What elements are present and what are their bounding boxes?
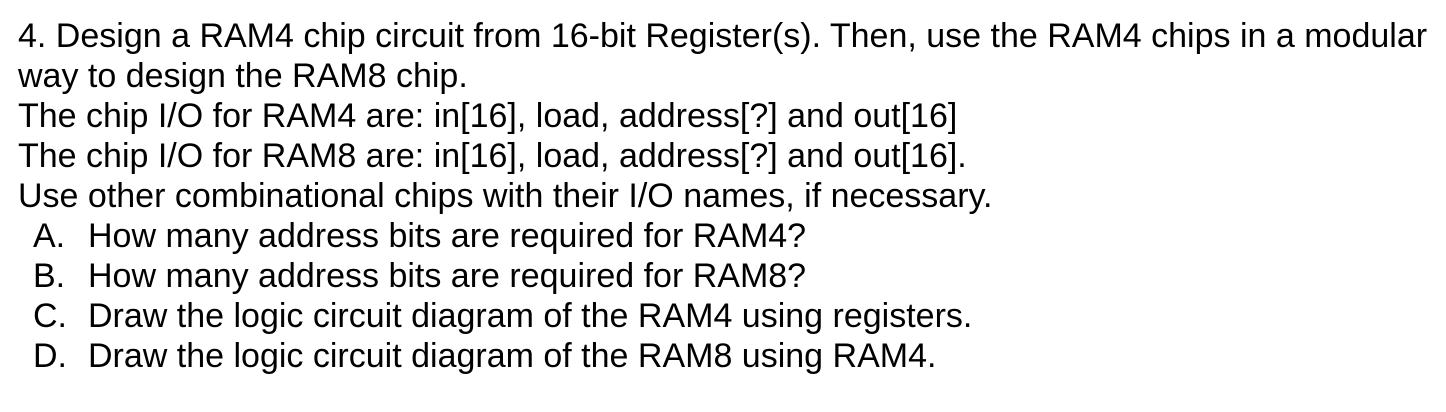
subquestion-c: C. Draw the logic circuit diagram of the… [33, 296, 1446, 336]
problem-statement: 4. Design a RAM4 chip circuit from 16-bi… [18, 17, 1446, 376]
subquestion-d-text: Draw the logic circuit diagram of the RA… [88, 337, 937, 375]
combinational-chips-note: Use other combinational chips with their… [18, 177, 993, 215]
ram8-io-spec: The chip I/O for RAM8 are: in[16], load,… [18, 137, 967, 175]
subquestion-a: A. How many address bits are required fo… [33, 216, 1446, 256]
subquestion-d: D. Draw the logic circuit diagram of the… [33, 336, 1446, 376]
subquestion-a-label: A. [33, 217, 66, 255]
subquestion-a-text: How many address bits are required for R… [88, 217, 807, 255]
subquestion-c-text: Draw the logic circuit diagram of the RA… [88, 297, 973, 335]
problem-intro-line-2: way to design the RAM8 chip. [18, 57, 468, 95]
subquestion-d-label: D. [33, 337, 67, 375]
subquestion-b-label: B. [33, 257, 66, 295]
subquestion-b-text: How many address bits are required for R… [88, 257, 807, 295]
problem-intro-line-1: 4. Design a RAM4 chip circuit from 16-bi… [18, 17, 1428, 55]
ram4-io-spec: The chip I/O for RAM4 are: in[16], load,… [18, 97, 958, 135]
subquestion-c-label: C. [33, 297, 67, 335]
subquestion-b: B. How many address bits are required fo… [33, 256, 1446, 296]
